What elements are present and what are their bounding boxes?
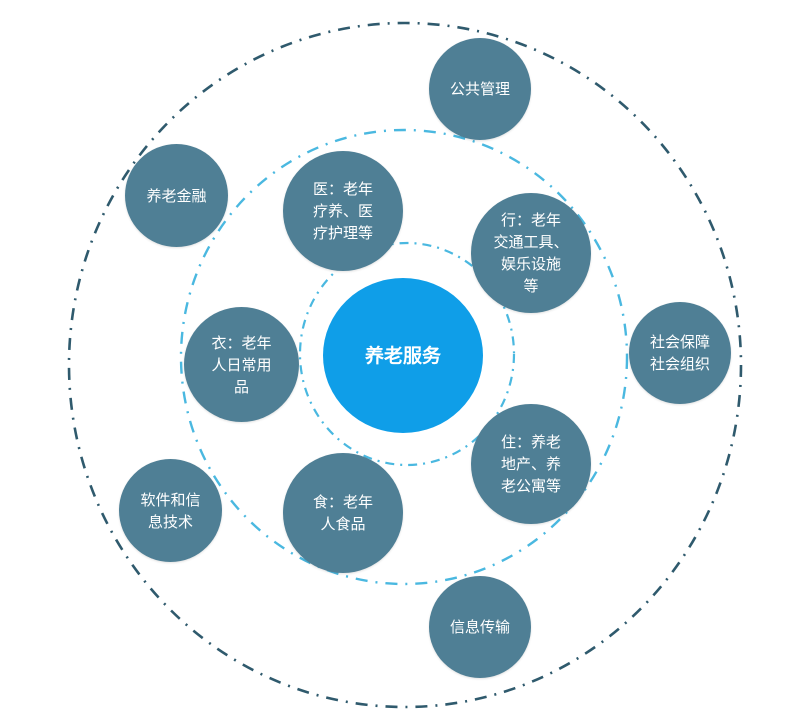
node-travel: 行：老年 交通工具、 娱乐设施 等: [471, 193, 591, 313]
node-elderly-finance: 养老金融: [125, 144, 228, 247]
node-public-management-label: 公共管理: [449, 80, 510, 98]
node-medical-label: 医：老年 疗养、医 疗护理等: [312, 180, 373, 242]
middle-ring: [179, 128, 629, 586]
center-label: 养老服务: [364, 344, 441, 367]
node-housing: 住：养老 地产、养 老公寓等: [471, 404, 591, 524]
node-food: 食：老年 人食品: [283, 453, 403, 573]
node-info-media-label: 信息传输: [449, 618, 510, 636]
node-travel-label: 行：老年 交通工具、 娱乐设施 等: [493, 211, 569, 295]
node-medical: 医：老年 疗养、医 疗护理等: [283, 151, 403, 271]
node-food-label: 食：老年 人食品: [312, 493, 373, 533]
node-elderly-finance-label: 养老金融: [146, 186, 207, 205]
node-housing-label: 住：养老 地产、养 老公寓等: [500, 433, 561, 495]
center-node-elderly-services: 养老服务: [323, 278, 483, 433]
node-clothing: 衣：老年 人日常用 品: [184, 307, 299, 422]
node-social-security-label: 社会保障 社会组织: [649, 333, 710, 373]
inner-ring: [298, 241, 516, 467]
outer-ring: [67, 21, 743, 709]
node-social-security: 社会保障 社会组织: [629, 302, 731, 404]
node-software-tech: 软件和信 息技术: [119, 459, 222, 562]
node-software-tech-label: 软件和信 息技术: [140, 490, 201, 531]
node-info-media: 信息传输: [429, 576, 531, 678]
node-clothing-label: 衣：老年 人日常用 品: [211, 333, 272, 396]
node-public-management: 公共管理: [429, 38, 531, 140]
